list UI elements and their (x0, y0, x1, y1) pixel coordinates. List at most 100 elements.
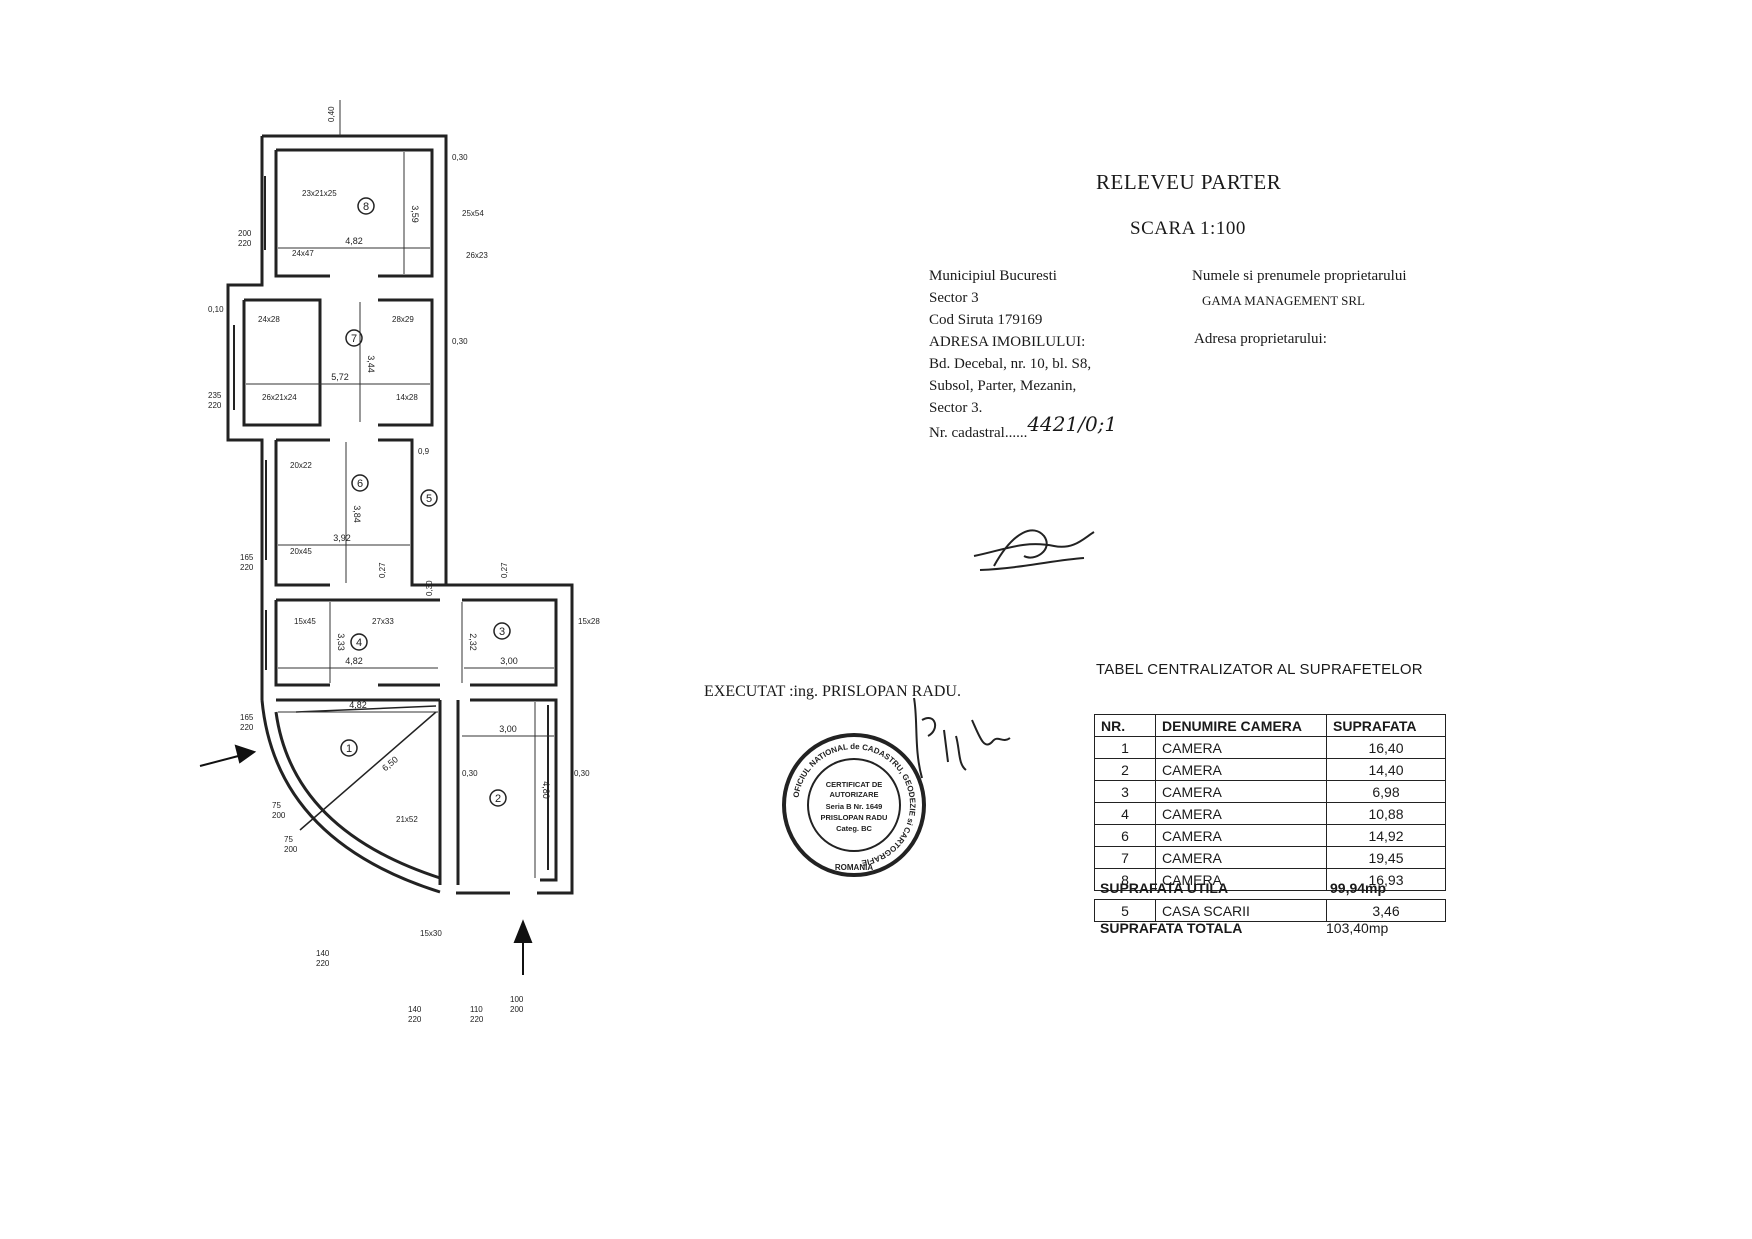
stamp-center-line: CERTIFICAT DE (826, 780, 883, 789)
plan-note: 0,30 (452, 153, 468, 162)
info-line: Subsol, Parter, Mezanin, (929, 378, 1077, 394)
plan-note: 0,30 (462, 769, 478, 778)
plan-note: 165 (240, 553, 254, 562)
plan-note: 200 (284, 845, 298, 854)
plan-note: 220 (316, 959, 330, 968)
executed-by: EXECUTAT :ing. PRISLOPAN RADU. (704, 683, 961, 700)
plan-note: 165 (240, 713, 254, 722)
dim-label: 3,00 (499, 724, 517, 734)
dim-label: 3,92 (333, 533, 351, 543)
room-number-1: 1 (346, 743, 352, 755)
plan-note: 24x47 (292, 249, 314, 258)
cell-area: 16,93 (1326, 868, 1446, 891)
table-row: 4 CAMERA 10,88 (1094, 802, 1446, 825)
plan-note: 25x54 (462, 209, 484, 218)
cell-nr: 3 (1094, 780, 1156, 803)
info-line: Municipiul Bucuresti (929, 268, 1057, 284)
scale-label: SCARA 1:100 (1130, 218, 1246, 239)
cell-name: CASA SCARII (1155, 899, 1327, 922)
plan-note: 75 (284, 835, 293, 844)
table-row: 6 CAMERA 14,92 (1094, 824, 1446, 847)
plan-note: 27x33 (372, 617, 394, 626)
plan-note: 0,27 (500, 562, 509, 578)
dim-label: 4,82 (349, 700, 367, 710)
cadastral-label: Nr. cadastral (929, 425, 1005, 441)
room-number-5: 5 (426, 493, 432, 505)
cell-nr: 6 (1094, 824, 1156, 847)
stamp-center-line: PRISLOPAN RADU (821, 813, 888, 822)
header-name: DENUMIRE CAMERA (1155, 714, 1327, 737)
room-number-2: 2 (495, 793, 501, 805)
table-header-row: NR. DENUMIRE CAMERA SUPRAFATA (1094, 714, 1446, 737)
dim-label: 5,72 (331, 372, 349, 382)
info-line: Bd. Decebal, nr. 10, bl. S8, (929, 356, 1092, 372)
property-info: Municipiul Bucuresti Sector 3 Cod Siruta… (929, 265, 1169, 444)
table-row: 2 CAMERA 14,40 (1094, 758, 1446, 781)
plan-note: 20x45 (290, 547, 312, 556)
plan-note: 220 (240, 723, 254, 732)
cell-nr: 4 (1094, 802, 1156, 825)
table-row: 8 CAMERA 16,93 (1094, 868, 1446, 891)
cell-area: 14,92 (1326, 824, 1446, 847)
room-number-3: 3 (499, 626, 505, 638)
useful-surface-value: 99,94mp (1330, 880, 1387, 896)
plan-note: 140 (316, 949, 330, 958)
authorization-stamp: OFICIUL NATIONAL de CADASTRU, GEODEZIE s… (782, 733, 926, 877)
plan-note: 0,30 (452, 337, 468, 346)
plan-note: 200 (238, 229, 252, 238)
plan-note: 220 (238, 239, 252, 248)
total-surface-row: SUPRAFATA TOTALA 103,40mp (1100, 920, 1420, 936)
plan-note: 0,40 (327, 106, 336, 122)
cell-name: CAMERA (1155, 802, 1327, 825)
cell-name: CAMERA (1155, 824, 1327, 847)
cell-name: CAMERA (1155, 780, 1327, 803)
plan-note: 24x28 (258, 315, 280, 324)
plan-note: 140 (408, 1005, 422, 1014)
cell-area: 3,46 (1326, 899, 1446, 922)
dim-label: 3,44 (366, 355, 376, 373)
plan-note: 75 (272, 801, 281, 810)
plan-note: 23x21x25 (302, 189, 337, 198)
room-number-6: 6 (357, 478, 363, 490)
owner-address-label: Adresa proprietarului: (1194, 331, 1327, 347)
room-number-8: 8 (363, 201, 369, 213)
plan-note: 100 (510, 995, 524, 1004)
plan-note: 0,27 (378, 562, 387, 578)
plan-note: 220 (408, 1015, 422, 1024)
outer-wall (262, 134, 574, 895)
header-area: SUPRAFATA (1326, 714, 1446, 737)
owner-name: GAMA MANAGEMENT SRL (1202, 293, 1365, 308)
cell-name: CAMERA (1155, 758, 1327, 781)
plan-note: 200 (510, 1005, 524, 1014)
total-surface-value: 103,40mp (1326, 920, 1389, 936)
useful-surface-label: SUPRAFATA UTILA (1100, 880, 1229, 896)
info-line: ADRESA IMOBILULUI: (929, 334, 1086, 350)
plan-note: 220 (208, 401, 222, 410)
cell-area: 19,45 (1326, 846, 1446, 869)
table-row: 7 CAMERA 19,45 (1094, 846, 1446, 869)
dim-label: 3,00 (500, 656, 518, 666)
dim-label: 3,59 (410, 205, 420, 223)
table-row: 5 CASA SCARII 3,46 (1094, 899, 1446, 922)
curved-facade (260, 699, 441, 894)
plan-note: 0,9 (418, 447, 430, 456)
cell-name: CAMERA (1155, 736, 1327, 759)
table-row: 3 CAMERA 6,98 (1094, 780, 1446, 803)
cell-area: 6,98 (1326, 780, 1446, 803)
plan-note: 110 (470, 1005, 483, 1014)
cell-area: 14,40 (1326, 758, 1446, 781)
stairwell-table: 5 CASA SCARII 3,46 (1094, 899, 1446, 922)
info-line: Sector 3 (929, 290, 979, 306)
signature-1 (973, 529, 1095, 571)
plan-note: 0,30 (574, 769, 590, 778)
cell-name: CAMERA (1155, 846, 1327, 869)
plan-note: 15x45 (294, 617, 316, 626)
plan-note: 0,10 (208, 305, 224, 314)
stamp-center-line: AUTORIZARE (829, 790, 878, 799)
info-line: Sector 3. (929, 400, 983, 416)
room-number-4: 4 (356, 637, 362, 649)
plan-note: 20x22 (290, 461, 312, 470)
cell-nr: 5 (1094, 899, 1156, 922)
dim-label: 3,84 (352, 505, 362, 523)
plan-note: 14x28 (396, 393, 418, 402)
